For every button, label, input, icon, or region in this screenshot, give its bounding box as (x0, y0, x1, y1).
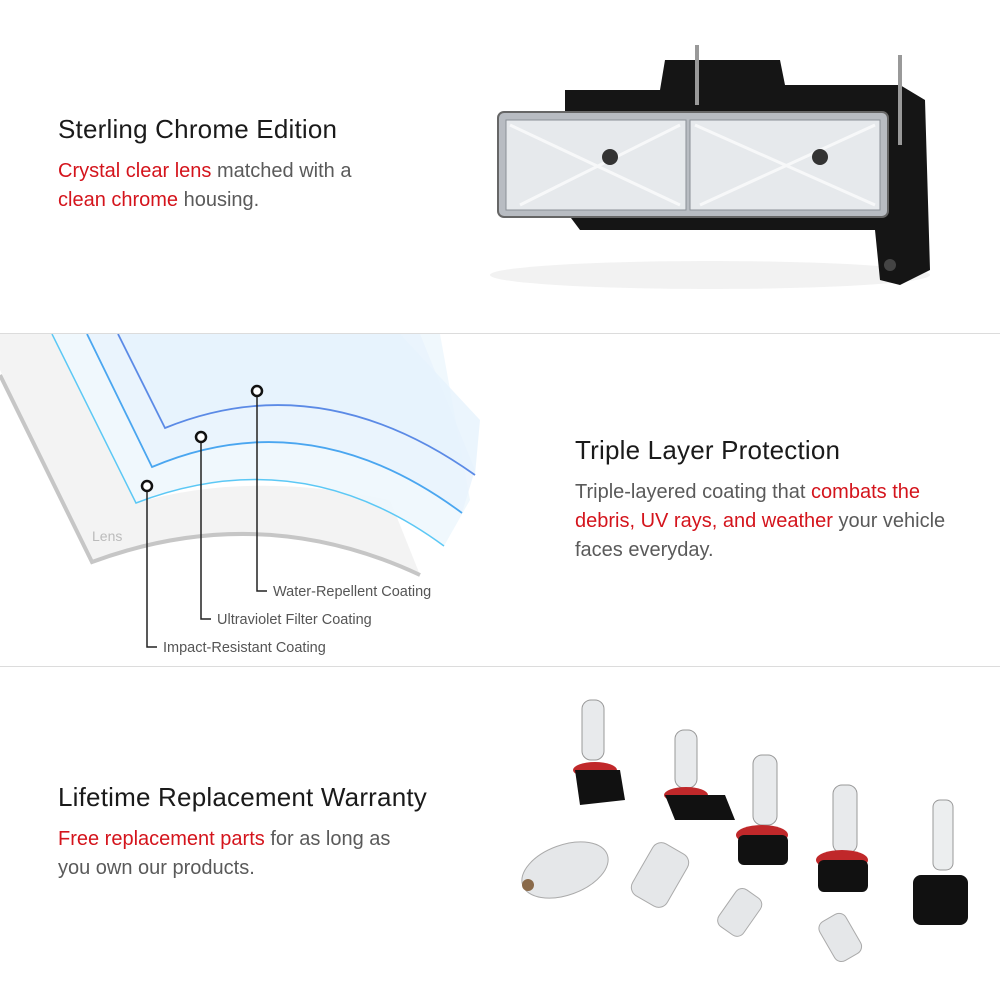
highlight-text: Free replacement parts (58, 828, 265, 850)
section-title: Triple Layer Protection (575, 435, 841, 465)
section-description: Crystal clear lens matched with a clean … (58, 157, 398, 215)
bulb-h4 (521, 841, 609, 899)
bulb-9005 (664, 729, 735, 820)
text: matched with a (211, 160, 352, 182)
headlight-image (490, 45, 930, 289)
text: your vehicle faces everyday. (575, 510, 946, 561)
bulb-880 (913, 799, 968, 925)
layer-label: Water-Repellent Coating (273, 584, 431, 600)
lens-label: Lens (92, 528, 122, 544)
layer-label: Impact-Resistant Coating (163, 640, 326, 656)
bulb-h3 (818, 912, 863, 962)
bulbs-image (521, 699, 968, 962)
divider (0, 333, 1000, 334)
bulb-h1 (717, 888, 763, 937)
text: for as long as you own our products. (58, 828, 391, 879)
highlight-text: combats the debris, UV rays, and weather (575, 481, 920, 532)
section-description: Triple-layered coating that combats the … (575, 478, 965, 565)
section-title: Lifetime Replacement Warranty (58, 782, 427, 812)
bulb-h7 (630, 842, 690, 908)
layer-label: Ultraviolet Filter Coating (217, 612, 372, 628)
section-title: Sterling Chrome Edition (58, 114, 338, 144)
bulb-h11 (816, 784, 868, 892)
highlight-text: clean chrome (58, 189, 179, 211)
section-description: Free replacement parts for as long as yo… (58, 825, 418, 883)
marker-uv (194, 430, 208, 444)
coating-diagram: Lens Water-Repellent Coating Ultraviolet… (0, 334, 480, 656)
highlight-text: Crystal clear lens (58, 160, 212, 182)
divider (0, 666, 1000, 667)
bulb-9007 (736, 754, 788, 865)
marker-water (250, 384, 264, 398)
marker-impact (140, 479, 154, 493)
text: housing. (178, 189, 260, 211)
bulb-9006 (573, 699, 625, 805)
text: Triple-layered coating that (575, 481, 812, 503)
